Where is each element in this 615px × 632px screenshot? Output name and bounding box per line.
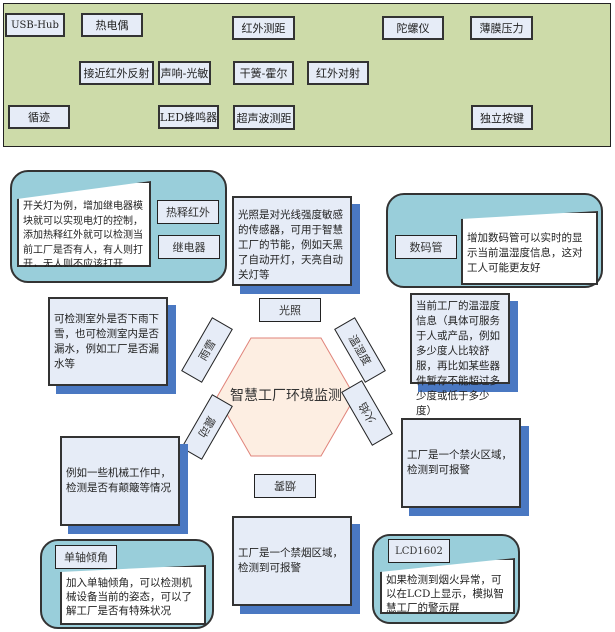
pir-label: 热释红外 [157,200,219,224]
module-reed-hall: 干簧-霍尔 [233,61,294,85]
humidity-description: 当前工厂的温湿度信息（具体可服务于人或产品，例如多少度人比较舒服，再比如某些器件… [410,293,510,417]
rain-description: 可检测室外是否下雨下雪，也可检测室内是否漏水，例如工厂是否漏水等 [48,297,168,386]
module-ir-beam: 红外对射 [307,61,369,85]
module-proximity-ir: 接近红外反射 [79,61,154,85]
tilt-label: 单轴倾角 [55,545,117,569]
sensor-smoke-label: 烟雾 [254,474,316,498]
flame-description: 工厂是一个禁火区域，检测到可报警 [401,418,521,508]
relay-label: 继电器 [158,235,220,259]
lcd-label: LCD1602 [388,539,450,563]
module-gyroscope: 陀螺仪 [382,16,444,40]
digit-note: 增加数码管可以实时的显示当前温湿度信息，这对工人可能更友好 [461,211,598,285]
relay-note: 开关灯为例，增加继电器模块就可以实现电灯的控制，添加热释红外就可以检测当前工厂是… [17,181,151,267]
tilt-note: 加入单轴倾角，可以检测机械设备当前的姿态，可以了解工厂是否有特殊状况 [60,565,206,625]
center-title: 智慧工厂环境监测 [230,388,342,404]
module-ultrasonic: 超声波测距 [233,105,295,130]
digit-label: 数码管 [395,235,457,259]
smoke-description: 工厂是一个禁烟区域，检测到可报警 [232,516,352,606]
module-led-buzzer: LED蜂鸣器 [158,105,219,129]
module-sound-light: 声响-光敏 [158,61,211,85]
module-thermocouple: 热电偶 [81,13,143,37]
module-line-tracking: 循迹 [8,105,70,129]
light-description: 光照是对光线强度敏感的传感器，可用于智慧工厂的节能，例如天黑了自动开灯，天亮自动… [232,196,352,286]
module-film-pressure: 薄膜压力 [470,16,533,40]
vibration-description: 例如一些机械工作中，检测是否有颠簸等情况 [60,436,180,526]
sensor-light-label: 光照 [259,298,321,322]
module-usb-hub: USB-Hub [5,13,65,37]
module-button: 独立按键 [471,105,533,130]
module-ir-ranging: 红外测距 [232,16,295,40]
